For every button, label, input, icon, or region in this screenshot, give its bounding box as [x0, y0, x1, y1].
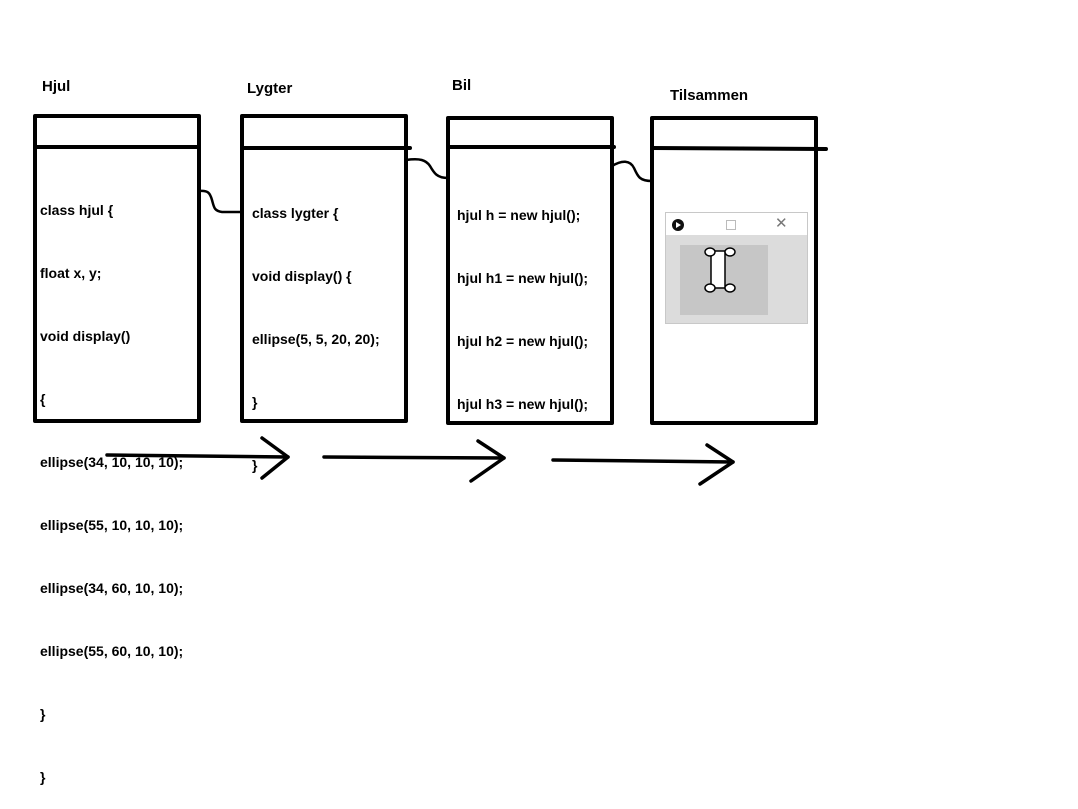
code-block-hjul: class hjul { float x, y; void display() …	[40, 158, 183, 809]
code-line: ellipse(34, 60, 10, 10);	[40, 580, 184, 596]
preview-title-bar: ✕	[666, 213, 807, 235]
code-line: }	[40, 706, 46, 722]
code-line: ellipse(5, 5, 20, 20);	[252, 331, 380, 347]
code-line: ellipse(55, 60, 10, 10);	[40, 643, 184, 659]
wheel	[704, 247, 716, 257]
car-drawing	[704, 247, 736, 293]
code-line: hjul h3 = new hjul();	[457, 396, 589, 412]
panel-title-lygter: Lygter	[247, 80, 293, 97]
code-line: void display()	[40, 328, 131, 344]
code-line: ellipse(55, 10, 10, 10);	[40, 517, 184, 533]
connector-hjul-lygter	[197, 189, 244, 214]
code-line: float x, y;	[40, 265, 102, 281]
panel-box-lygter	[240, 114, 412, 423]
processing-play-icon	[672, 219, 684, 231]
arrow-1	[105, 436, 290, 480]
code-line: hjul h = new hjul();	[457, 207, 581, 223]
arrow-3	[551, 443, 735, 486]
code-line: hjul h1 = new hjul();	[457, 270, 589, 286]
code-line: void display() {	[252, 268, 352, 284]
panel-title-bil: Bil	[452, 77, 472, 94]
arrow-2	[322, 439, 506, 483]
sketch-preview-window[interactable]: ✕	[665, 212, 808, 324]
code-line: class hjul {	[40, 202, 114, 218]
sketch-canvas	[680, 245, 768, 315]
wheel	[704, 283, 716, 293]
panel-title-tilsammen: Tilsammen	[670, 87, 749, 104]
close-icon[interactable]: ✕	[775, 215, 788, 232]
panel-title-hjul: Hjul	[42, 78, 71, 95]
panel-box-tilsammen	[650, 116, 828, 425]
code-line: }	[252, 394, 258, 410]
wheel	[724, 247, 736, 257]
code-line: class lygter {	[252, 205, 339, 221]
wheel	[724, 283, 736, 293]
code-line: hjul h2 = new hjul();	[457, 333, 589, 349]
code-line: {	[40, 391, 46, 407]
diagram-canvas	[33, 114, 828, 486]
code-line: }	[40, 769, 46, 785]
code-line: ellipse(34, 10, 10, 10);	[40, 454, 184, 470]
maximize-icon[interactable]	[726, 220, 736, 230]
code-line: }	[252, 457, 258, 473]
panel-box-hjul	[33, 114, 201, 423]
connector-lygter-bil	[404, 158, 450, 180]
panel-box-bil	[446, 116, 616, 425]
code-block-bil: hjul h = new hjul(); hjul h1 = new hjul(…	[457, 163, 588, 436]
connector-bil-tilsammen	[610, 160, 654, 183]
code-block-lygter: class lygter { void display() { ellipse(…	[252, 161, 380, 497]
